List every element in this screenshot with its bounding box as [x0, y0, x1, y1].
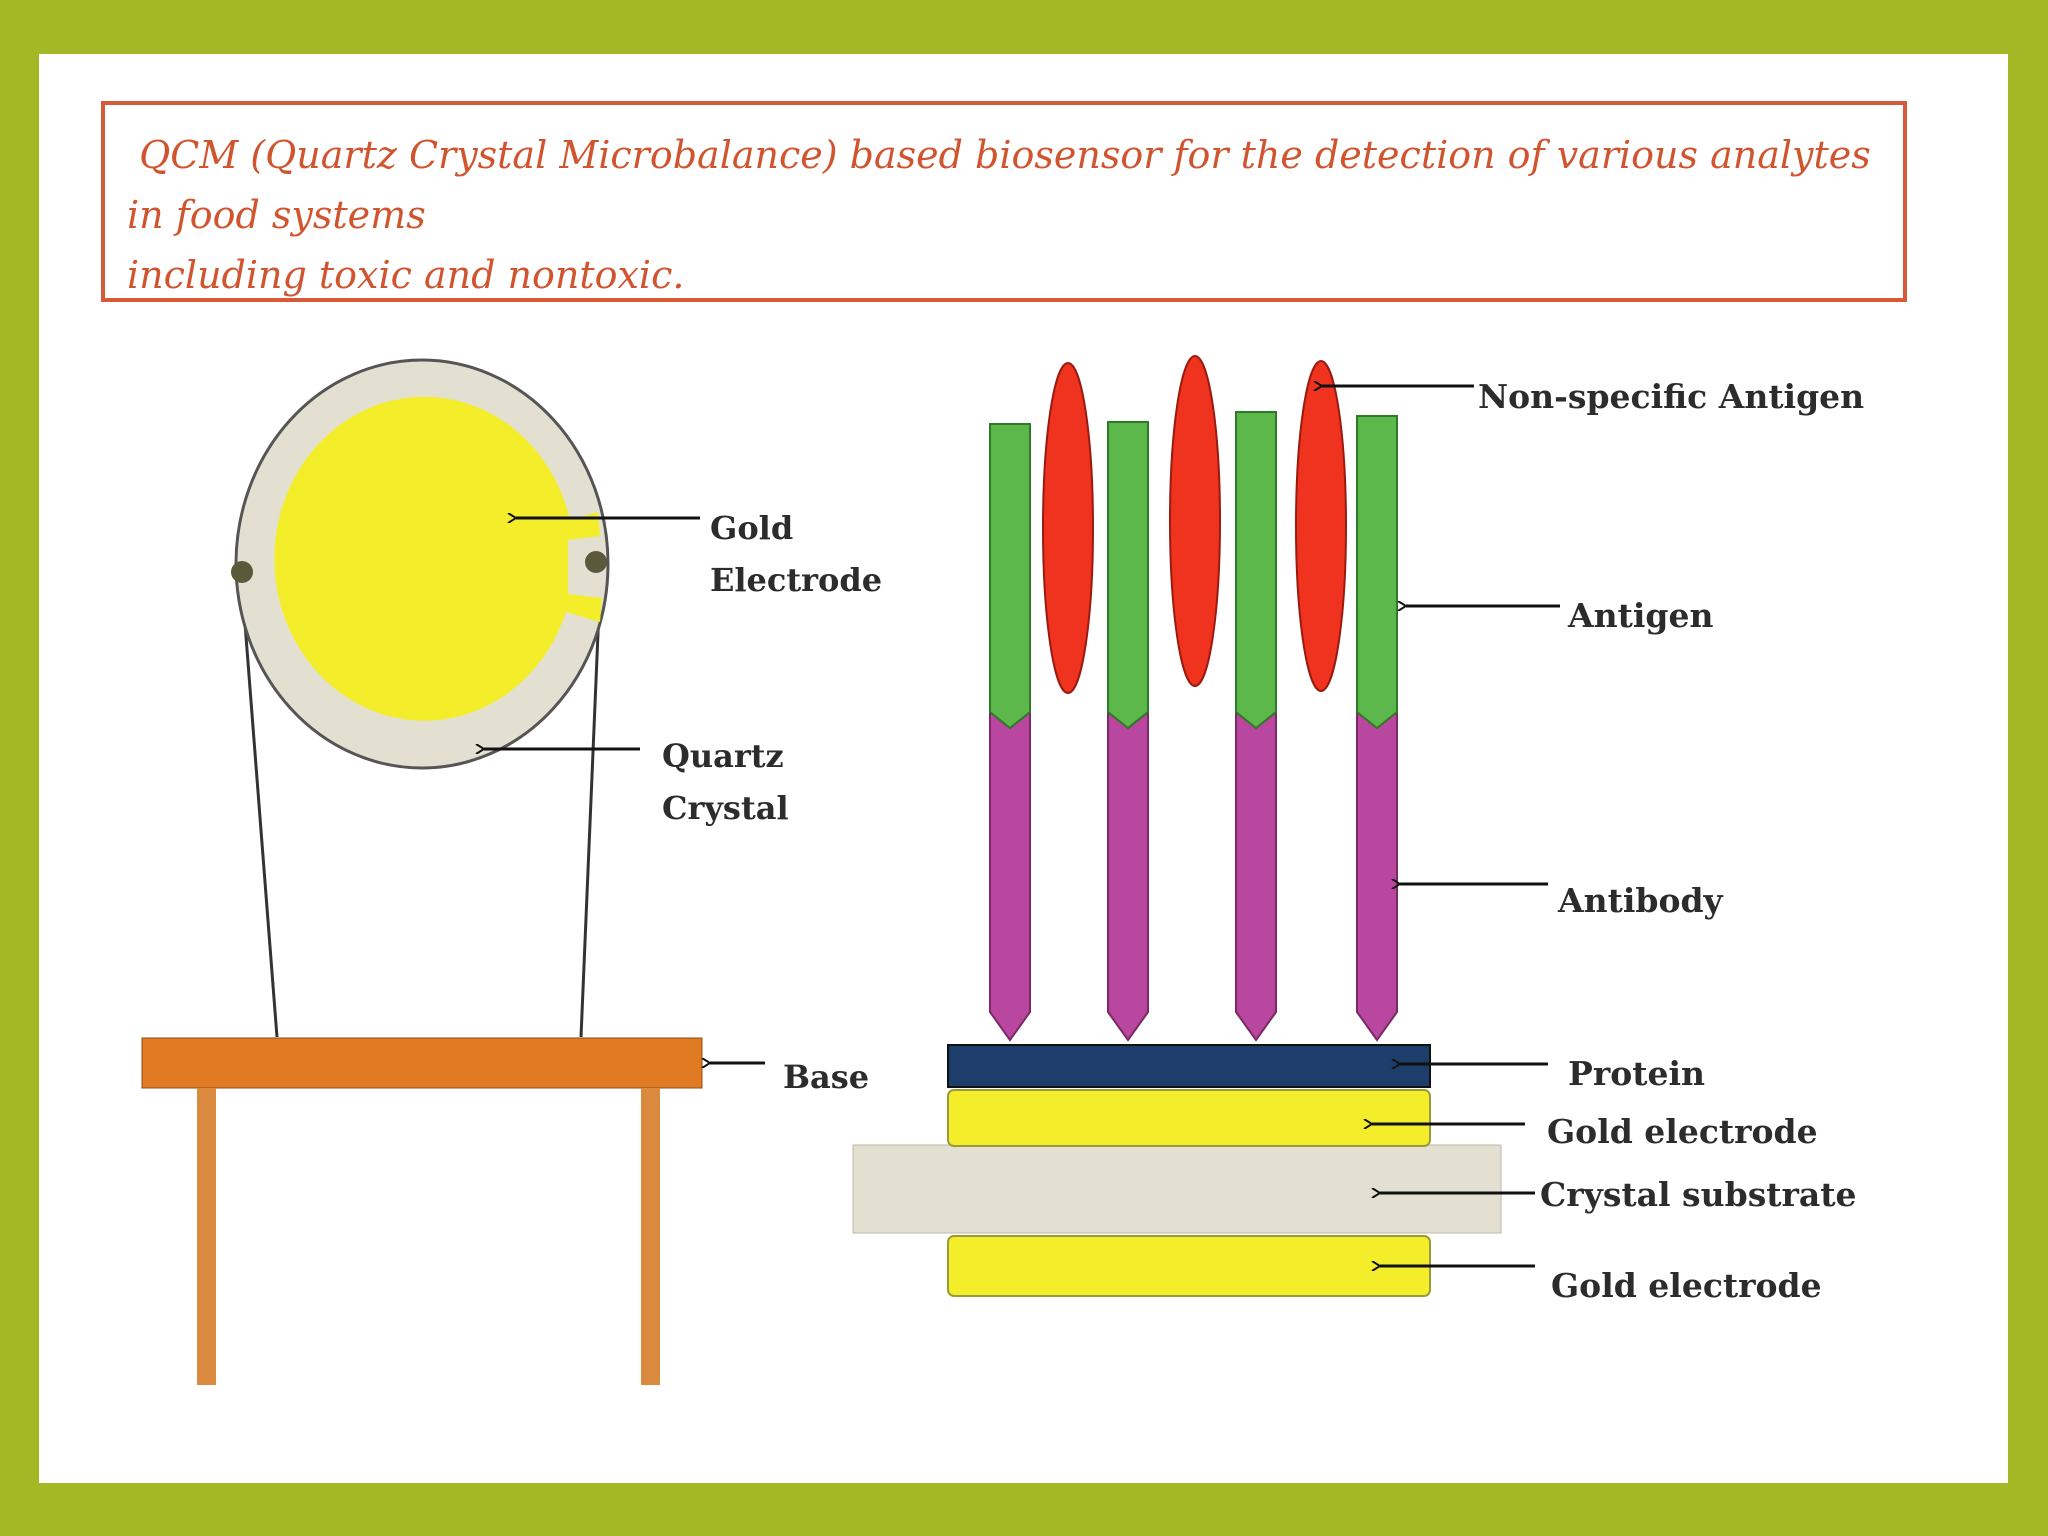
antibody-antigen-column	[1235, 411, 1277, 1042]
crystal-substrate	[852, 1144, 1502, 1234]
label-gold-electrode-top: Gold electrode	[1547, 1112, 1818, 1151]
antigen-4	[1356, 415, 1398, 730]
label-gold-electrode-1: Gold	[710, 509, 793, 547]
antibody-1	[989, 709, 1031, 1042]
right-sensor-stack: Non-specific Antigen Antigen Antibody Pr…	[852, 355, 1864, 1305]
support-wire-right	[579, 561, 603, 1038]
label-base: Base	[783, 1058, 869, 1096]
nonspecific-antigen-2	[1169, 355, 1221, 687]
support-wire-left	[239, 571, 279, 1038]
contact-point-left	[231, 561, 253, 583]
antigen-2	[1107, 421, 1149, 730]
slide-title: QCM (Quartz Crystal Microbalance) based …	[127, 133, 1871, 297]
label-crystal-substrate: Crystal substrate	[1540, 1175, 1857, 1214]
label-protein: Protein	[1568, 1054, 1705, 1093]
protein-layer	[947, 1044, 1431, 1088]
antibody-antigen-column	[1356, 415, 1398, 1042]
label-quartz-crystal-1: Quartz	[662, 737, 784, 775]
nonspecific-antigen-1	[1042, 362, 1094, 694]
contact-point-right	[585, 551, 607, 573]
base-leg-right	[641, 1088, 660, 1385]
label-quartz-crystal-2: Crystal	[662, 789, 789, 827]
antibody-4	[1356, 709, 1398, 1042]
antigen-3	[1235, 411, 1277, 730]
label-antibody: Antibody	[1557, 881, 1724, 920]
gold-electrode-bottom	[947, 1235, 1431, 1297]
nonspecific-antigen-3	[1295, 360, 1347, 692]
antigen-1	[989, 423, 1031, 730]
antibody-3	[1235, 709, 1277, 1042]
base-leg-left	[197, 1088, 216, 1385]
antibody-antigen-column	[989, 423, 1031, 1042]
base-tabletop	[141, 1037, 703, 1089]
left-qcm-assembly: Gold Electrode Quartz Crystal Base	[141, 358, 882, 1385]
label-nonspecific-antigen: Non-specific Antigen	[1478, 377, 1864, 416]
antibody-2	[1107, 709, 1149, 1042]
antibody-antigen-column	[1107, 421, 1149, 1042]
title-box: QCM (Quartz Crystal Microbalance) based …	[101, 101, 1907, 302]
gold-electrode-top	[947, 1089, 1431, 1147]
label-gold-electrode-bottom: Gold electrode	[1551, 1266, 1822, 1305]
label-gold-electrode-2: Electrode	[710, 561, 882, 599]
label-antigen: Antigen	[1567, 596, 1713, 635]
gold-electrode-shape	[274, 396, 602, 721]
